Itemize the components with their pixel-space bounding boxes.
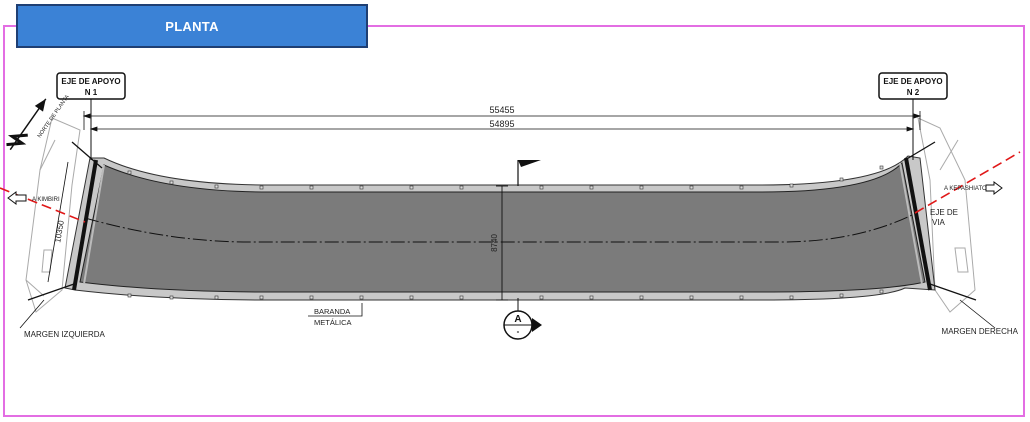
- total-length-value: 55455: [489, 105, 514, 115]
- right-bank-label: MARGEN DERECHA: [942, 327, 1019, 336]
- road-axis-label: EJE DE: [930, 208, 958, 217]
- road-axis-label-2: VIA: [932, 218, 946, 227]
- dimension-end-width: [47, 161, 69, 283]
- arrow-to-kimbiri: A KIMBIRI: [7, 191, 60, 205]
- railing-label-2: METÁLICA: [314, 318, 352, 327]
- end-width-value: 10350: [53, 219, 66, 243]
- bank-extension-lines: [27, 141, 977, 301]
- svg-text:-: -: [517, 327, 520, 336]
- support-axis-2: EJE DE APOYO N 2: [878, 72, 948, 160]
- north-label: NORTE DE PLANTA: [37, 94, 71, 139]
- support-2-number: N 2: [907, 88, 920, 97]
- right-abutment-outline: [917, 117, 976, 313]
- support-length-value: 54895: [489, 119, 514, 129]
- support-axis-1: EJE DE APOYO N 1: [56, 72, 126, 160]
- bridge-deck: [64, 155, 936, 301]
- railing-posts: [127, 165, 884, 300]
- support-1-number: N 1: [85, 88, 98, 97]
- section-mark-letter: A: [514, 314, 521, 325]
- to-kepashiato-label: A KEPASHIATO: [944, 186, 987, 192]
- right-bank-leader: [959, 299, 996, 329]
- railing-label: BARANDA: [314, 307, 350, 316]
- arrow-to-kepashiato: A KEPASHIATO: [944, 181, 1003, 195]
- deck-width-value: 8740: [490, 234, 499, 252]
- road-axis-line: [84, 211, 919, 243]
- left-bank-leader: [19, 299, 45, 329]
- left-end-diaphragm: [72, 159, 98, 291]
- deck-surface: [79, 161, 926, 293]
- flag-marker: [517, 160, 541, 186]
- railing-leader: [308, 303, 363, 317]
- right-end-diaphragm: [904, 157, 932, 291]
- support-1-label: EJE DE APOYO: [61, 77, 120, 86]
- dimension-support-length: [89, 126, 915, 132]
- to-kimbiri-label: A KIMBIRI: [32, 197, 60, 203]
- left-abutment-outline: [25, 117, 81, 313]
- page-title: PLANTA: [165, 18, 219, 34]
- drawing-frame: [3, 25, 1025, 417]
- planta-title-tab: PLANTA: [16, 4, 368, 48]
- left-bank-label: MARGEN IZQUIERDA: [24, 330, 106, 339]
- support-2-label: EJE DE APOYO: [883, 77, 942, 86]
- dimension-total-length: [82, 111, 922, 130]
- north-arrow: [6, 98, 47, 151]
- section-mark-a: A -: [503, 298, 542, 340]
- dimension-deck-width: [496, 185, 508, 301]
